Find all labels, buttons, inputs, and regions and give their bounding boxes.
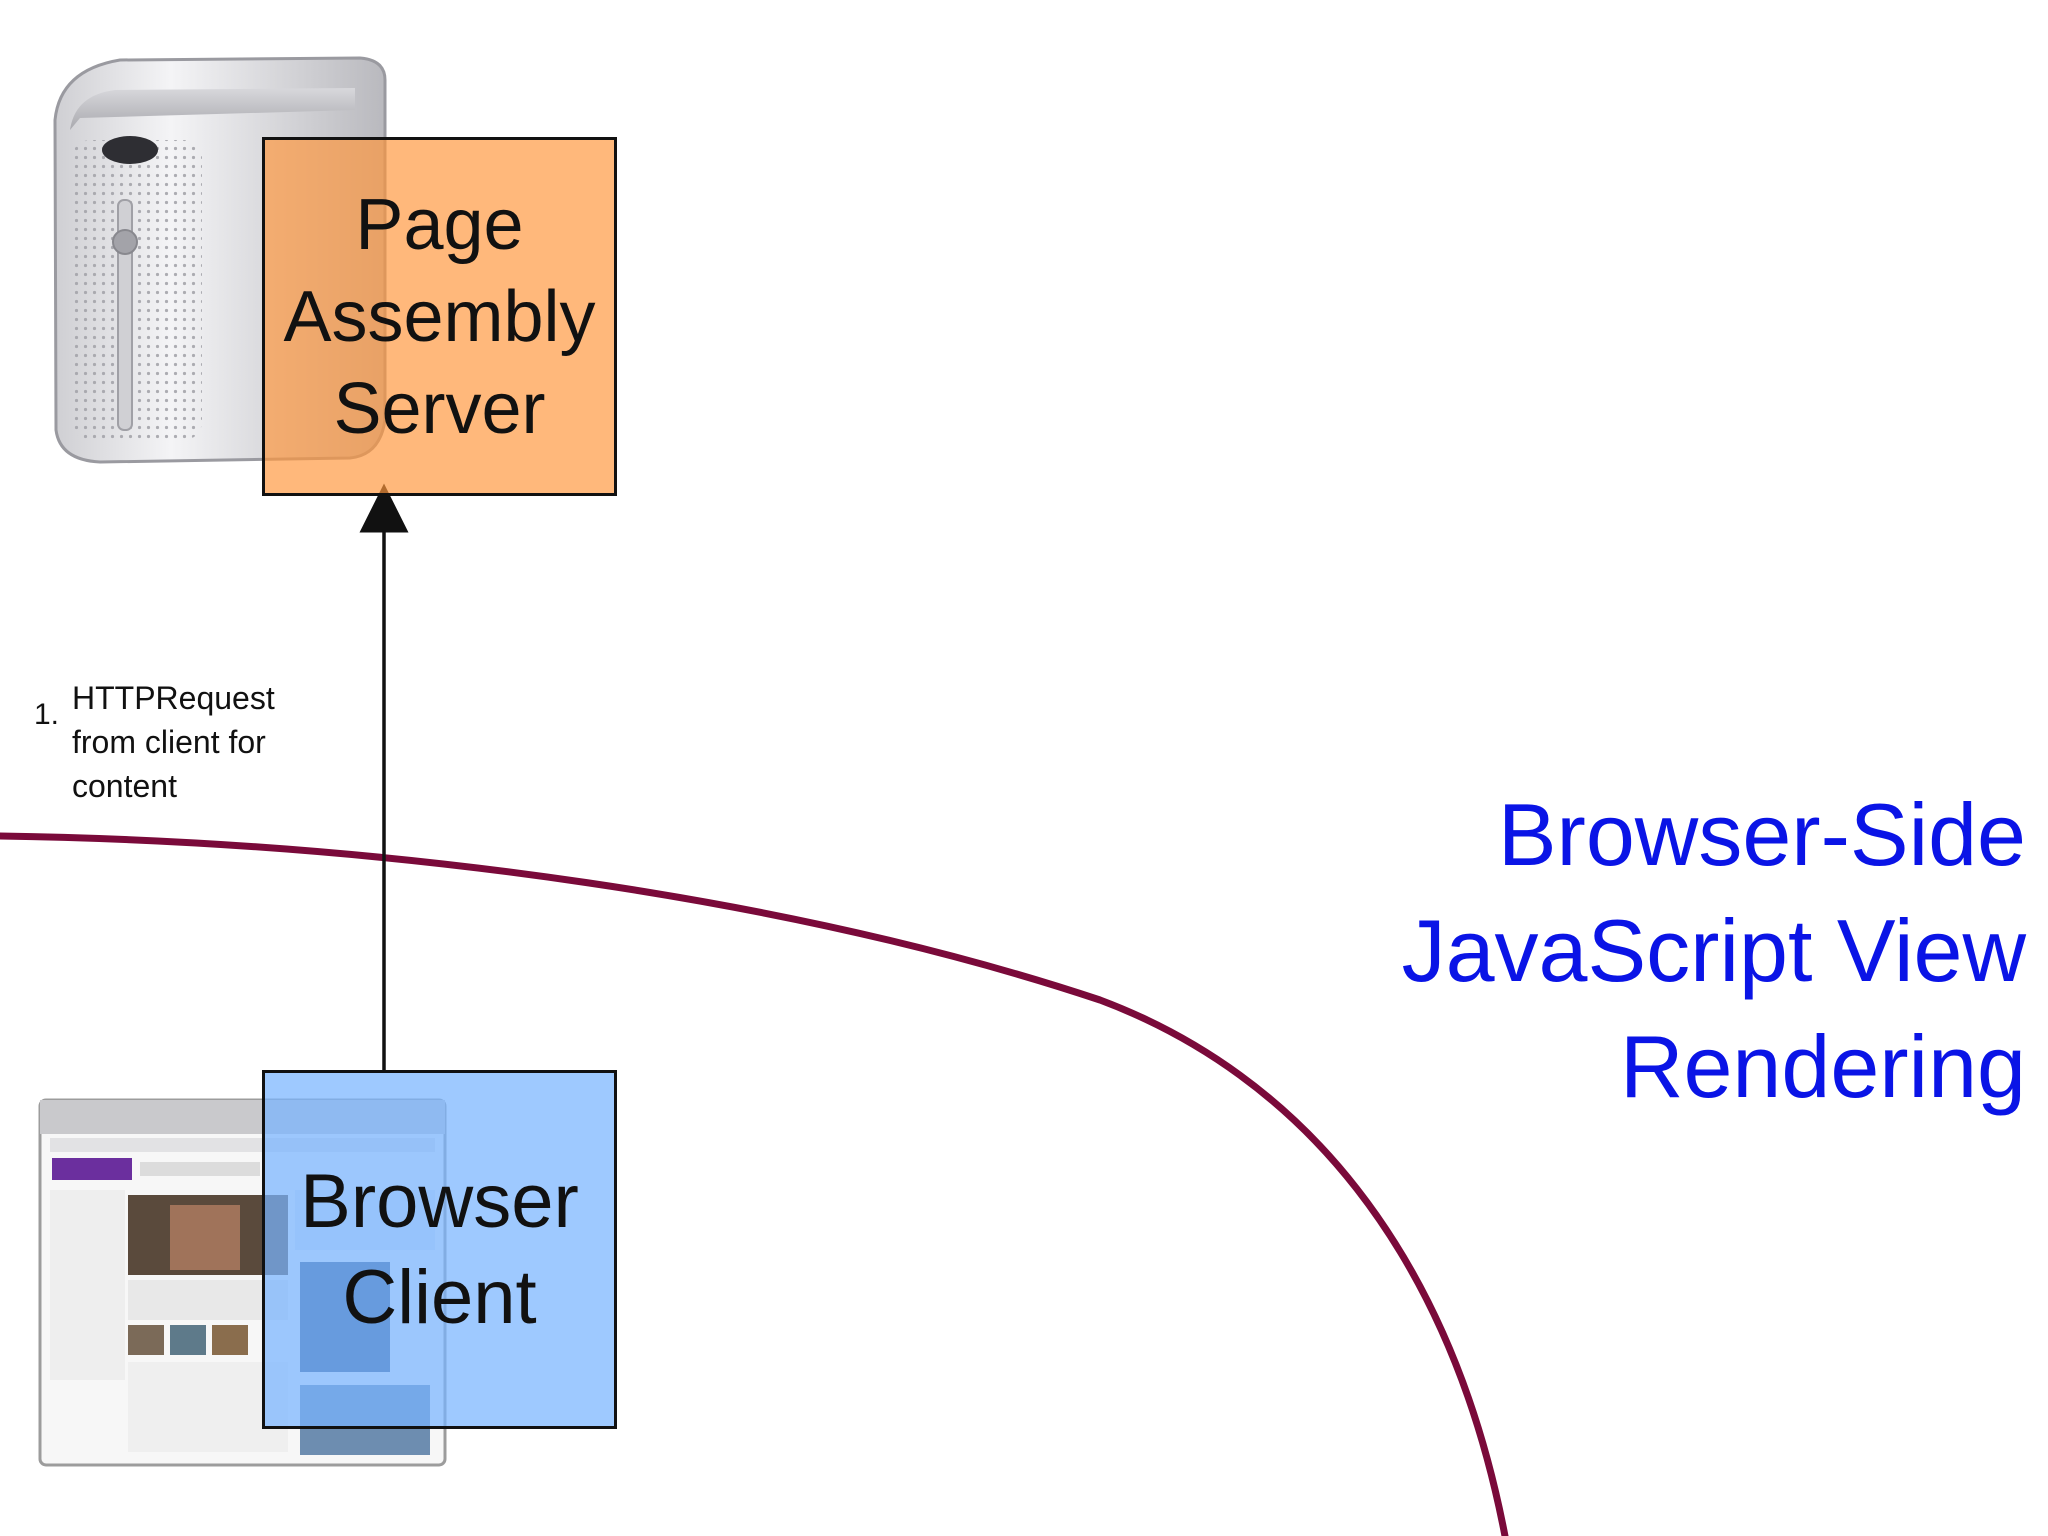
server-box-line: Server [333, 368, 546, 449]
arrow-label-line: content [72, 768, 177, 804]
server-box-line: Assembly [283, 276, 596, 357]
browser-client-box: Browser Client [262, 1070, 617, 1429]
diagram-title: Browser-Side JavaScript View Rendering [1402, 777, 2026, 1125]
arrow-label-line: HTTPRequest [72, 680, 275, 716]
client-box-line: Browser [300, 1158, 579, 1244]
page-assembly-server-box: Page Assembly Server [262, 137, 617, 496]
title-line: JavaScript View [1401, 901, 2026, 1000]
arrow-label-line: from client for [72, 724, 266, 760]
server-box-line: Page [355, 184, 524, 265]
arrow-label: HTTPRequest from client for content [72, 676, 275, 808]
client-box-line: Client [342, 1254, 537, 1340]
boundary-curve [0, 832, 1509, 1536]
title-line: Browser-Side [1497, 785, 2026, 884]
title-line: Rendering [1619, 1017, 2026, 1116]
step-number: 1. [34, 698, 60, 731]
